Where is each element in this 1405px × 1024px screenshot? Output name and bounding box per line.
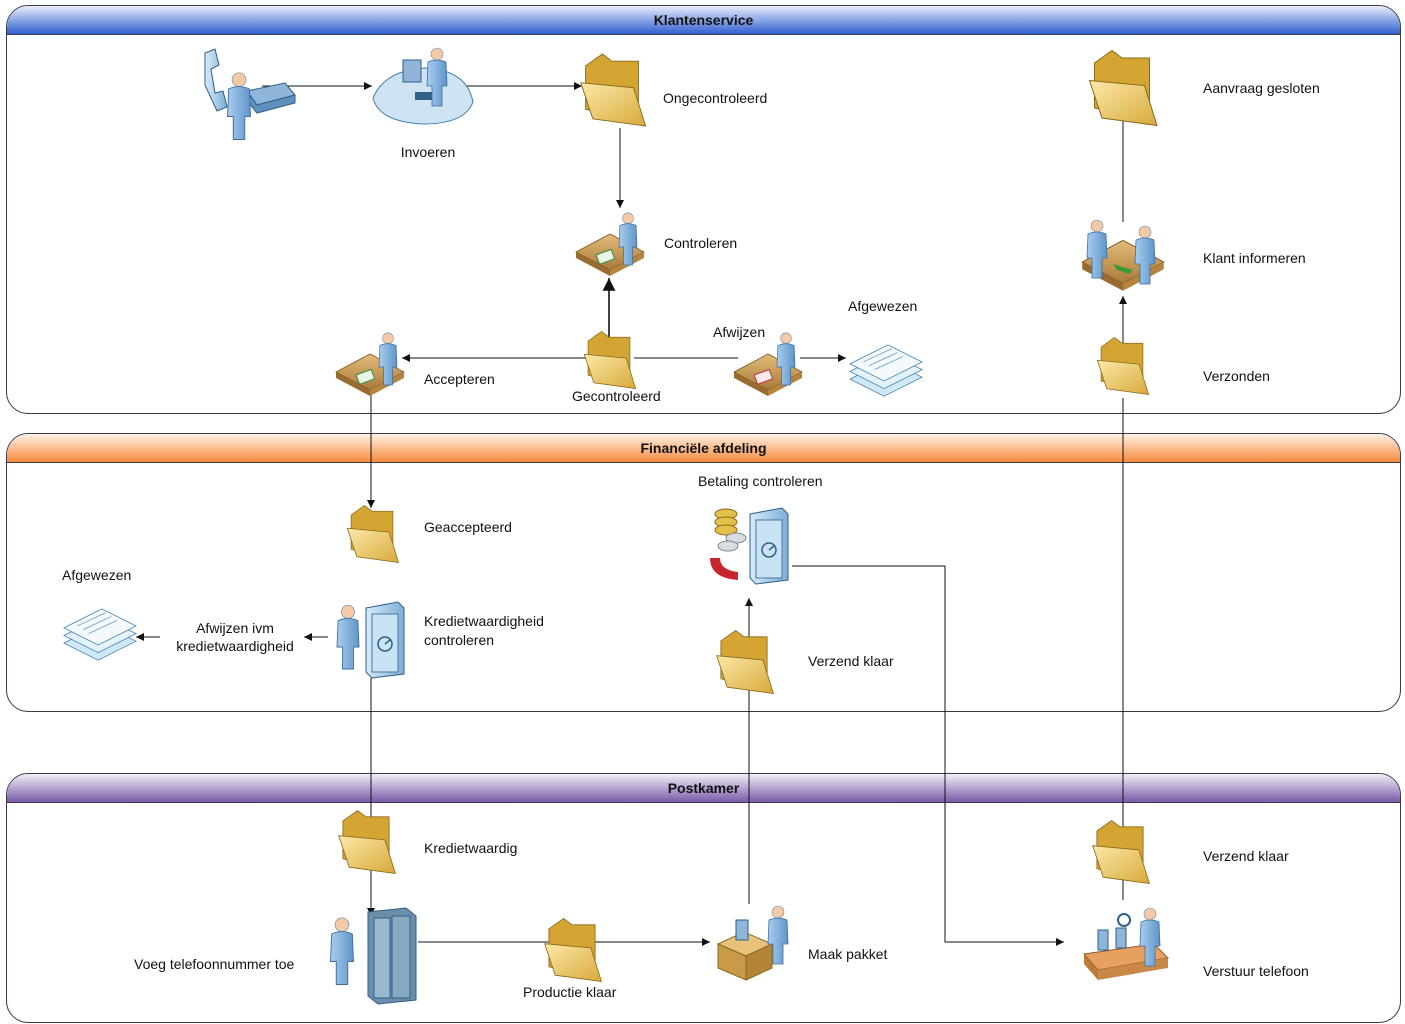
label-aanvraag-gesloten: Aanvraag gesloten: [1203, 80, 1320, 96]
label-betaling-controleren: Betaling controleren: [698, 473, 823, 489]
connector-payment-to-send: [792, 565, 1064, 946]
label-maak-pakket: Maak pakket: [808, 946, 888, 962]
payment-safe-icon: [710, 507, 789, 585]
lane-postkamer: Postkamer: [6, 773, 1401, 1023]
review-desk-icon: [575, 212, 645, 277]
credit-check-safe-icon: [336, 601, 405, 679]
send-ready-folder-icon: [716, 630, 774, 694]
lane-financiele-afdeling: Financiële afdeling: [6, 433, 1401, 712]
label-verzonden: Verzonden: [1203, 368, 1270, 384]
label-gecontroleerd: Gecontroleerd: [572, 388, 661, 404]
production-ready-folder-icon: [544, 918, 602, 982]
checked-folder-icon: [583, 331, 636, 389]
sent-folder-icon: [1096, 337, 1149, 395]
server-person-icon: [330, 907, 417, 1005]
label-productie-klaar: Productie klaar: [523, 984, 617, 1000]
label-accepteren: Accepteren: [424, 371, 495, 387]
label-kredietwaardigheid-line2: controleren: [424, 632, 495, 648]
unchecked-folder-icon: [580, 53, 647, 127]
label-afgewezen-mid: Afgewezen: [62, 567, 132, 583]
label-invoeren: Invoeren: [400, 144, 456, 160]
label-ongecontroleerd: Ongecontroleerd: [663, 90, 768, 106]
closed-folder-icon: [1089, 50, 1158, 126]
lane-title-postkamer: Postkamer: [7, 774, 1400, 803]
creditworthy-folder-icon: [338, 810, 396, 874]
meeting-desk-icon: [1081, 219, 1165, 292]
rejected-credit-document-stack-icon: [63, 608, 137, 661]
label-afgewezen-top: Afgewezen: [848, 298, 918, 314]
label-klant-informeren: Klant informeren: [1203, 250, 1306, 266]
label-afwijzen-ivm-line2: kredietwaardigheid: [176, 638, 294, 654]
label-voeg-telefoonnummer-toe: Voeg telefoonnummer toe: [134, 956, 295, 972]
data-entry-desk-icon: [372, 47, 474, 125]
package-person-icon: [716, 905, 789, 981]
label-verzend-klaar-mid: Verzend klaar: [808, 653, 894, 669]
label-afwijzen: Afwijzen: [713, 324, 766, 340]
lane-title-financiele-afdeling: Financiële afdeling: [7, 434, 1400, 463]
conveyor-person-icon: [1083, 907, 1170, 980]
label-verzend-klaar-bottom: Verzend klaar: [1203, 848, 1289, 864]
label-verstuur-telefoon: Verstuur telefoon: [1203, 963, 1309, 979]
label-kredietwaardigheid-line1: Kredietwaardigheid: [424, 613, 544, 629]
phone-caller-icon: [204, 48, 296, 140]
accepted-folder-icon: [346, 505, 399, 563]
reject-desk-icon: [733, 332, 803, 397]
rejected-document-stack-icon: [849, 344, 923, 397]
approve-desk-icon: [335, 332, 405, 397]
send-ready-bottom-folder-icon: [1092, 820, 1150, 884]
lane-title-klantenservice: Klantenservice: [7, 6, 1400, 35]
connectors: [136, 82, 1127, 946]
label-geaccepteerd: Geaccepteerd: [424, 519, 512, 535]
label-controleren: Controleren: [664, 235, 738, 251]
label-kredietwaardig: Kredietwaardig: [424, 840, 518, 856]
label-afwijzen-ivm-line1: Afwijzen ivm: [196, 620, 274, 636]
